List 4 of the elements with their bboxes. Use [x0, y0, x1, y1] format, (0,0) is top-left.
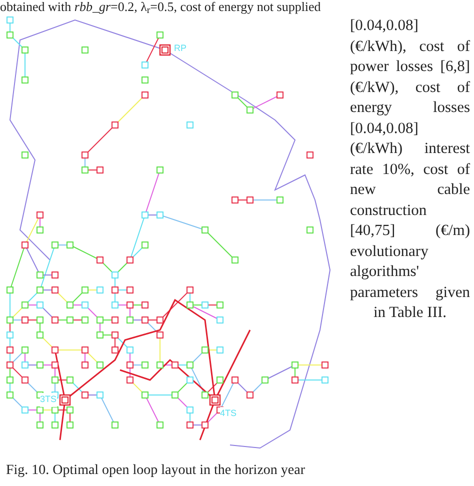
body-text-line: obtained with rbb_gr=0.2, λ$_{r}$=0.5, cost of energy not supplied: [0, 0, 321, 14]
substation-label: RP: [174, 42, 187, 55]
body-text-column: [0.04,0.08] (€/kWh), cost of power losses [6,8] (€/kW), cost of energy losses [0.04,0.08] (€/kWh) interest rate 10%, cost of new cable construction [40,75] (€/m) evolutionary algorithms' parameters given in Table III.: [350, 16, 470, 324]
figure-caption: Fig. 10. Optimal open loop layout in the horizon year: [6, 462, 306, 480]
